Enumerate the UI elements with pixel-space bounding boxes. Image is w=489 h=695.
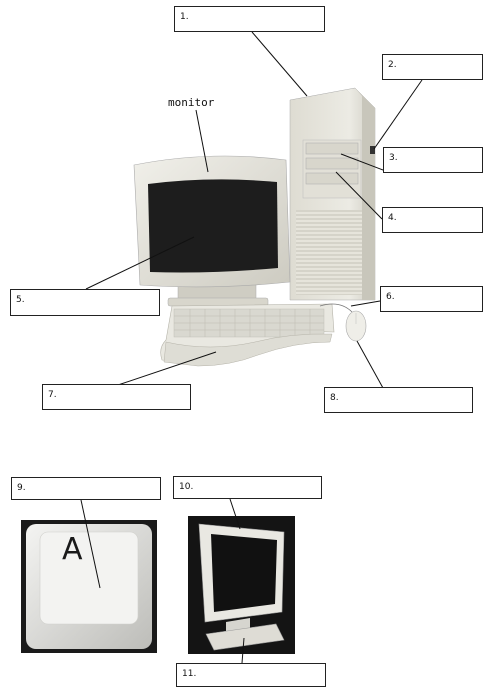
box-number: 2.	[388, 60, 397, 70]
box-number: 1.	[180, 12, 189, 22]
label-box-7[interactable]: 7.	[42, 384, 191, 410]
label-box-9[interactable]: 9.	[11, 477, 161, 500]
box-number: 5.	[16, 295, 25, 305]
flat-panel-photo	[188, 516, 295, 654]
box-number: 3.	[389, 153, 398, 163]
monitor-label: monitor	[168, 96, 215, 109]
label-box-4[interactable]: 4.	[382, 207, 483, 233]
crt-monitor	[133, 155, 291, 307]
box-number: 8.	[330, 393, 339, 403]
label-box-11[interactable]: 11.	[176, 663, 326, 687]
key-letter-a: A	[62, 532, 83, 567]
label-box-3[interactable]: 3.	[383, 147, 483, 173]
box-number: 4.	[388, 213, 397, 223]
label-box-2[interactable]: 2.	[382, 54, 483, 80]
label-box-6[interactable]: 6.	[380, 286, 483, 312]
key-photo	[21, 520, 157, 653]
label-box-5[interactable]: 5.	[10, 289, 160, 316]
box-number: 9.	[17, 483, 26, 493]
label-box-8[interactable]: 8.	[324, 387, 473, 413]
label-box-1[interactable]: 1.	[174, 6, 325, 32]
mouse	[319, 303, 367, 342]
box-number: 10.	[179, 482, 194, 492]
box-number: 11.	[182, 669, 197, 679]
keyboard	[160, 303, 335, 367]
box-number: 7.	[48, 390, 57, 400]
leader-lines	[80, 31, 423, 664]
system-unit-tower	[289, 87, 376, 301]
box-number: 6.	[386, 292, 395, 302]
label-box-10[interactable]: 10.	[173, 476, 322, 499]
